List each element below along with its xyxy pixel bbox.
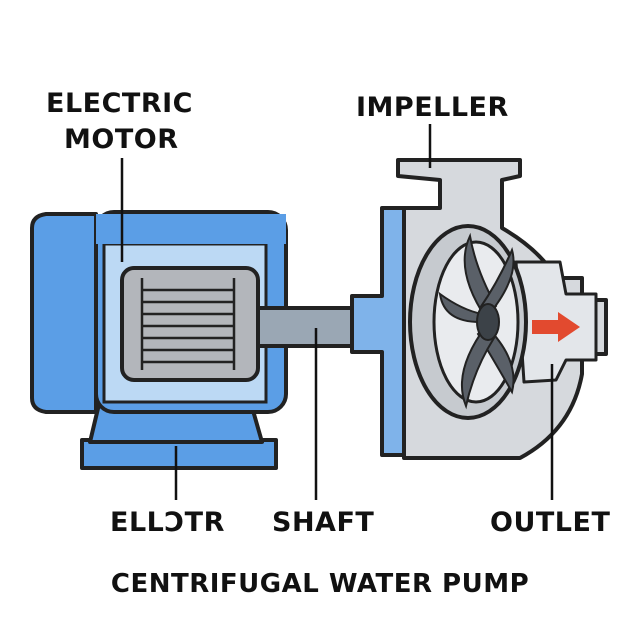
label-electric-motor: ELECTRIC MOTOR <box>46 86 193 158</box>
pump-flange <box>350 206 406 457</box>
shaft <box>256 306 364 348</box>
impeller-blades <box>438 232 515 410</box>
label-base: ELLƆTR <box>110 507 225 538</box>
impeller-hub <box>476 303 500 341</box>
label-electric-motor-line1: ELECTRIC <box>46 88 193 119</box>
label-electric-motor-line2: MOTOR <box>64 124 179 155</box>
label-outlet: OUTLET <box>490 507 611 538</box>
motor-housing <box>30 212 98 414</box>
label-shaft: SHAFT <box>272 507 375 538</box>
leader-lines <box>120 124 554 500</box>
label-impeller: IMPELLER <box>356 92 509 123</box>
flow-arrow <box>532 312 580 342</box>
motor-base <box>80 438 278 470</box>
motor-frame-top <box>96 214 286 244</box>
motor-core-fins <box>140 278 236 370</box>
diagram-title: CENTRIFUGAL WATER PUMP <box>110 569 530 599</box>
